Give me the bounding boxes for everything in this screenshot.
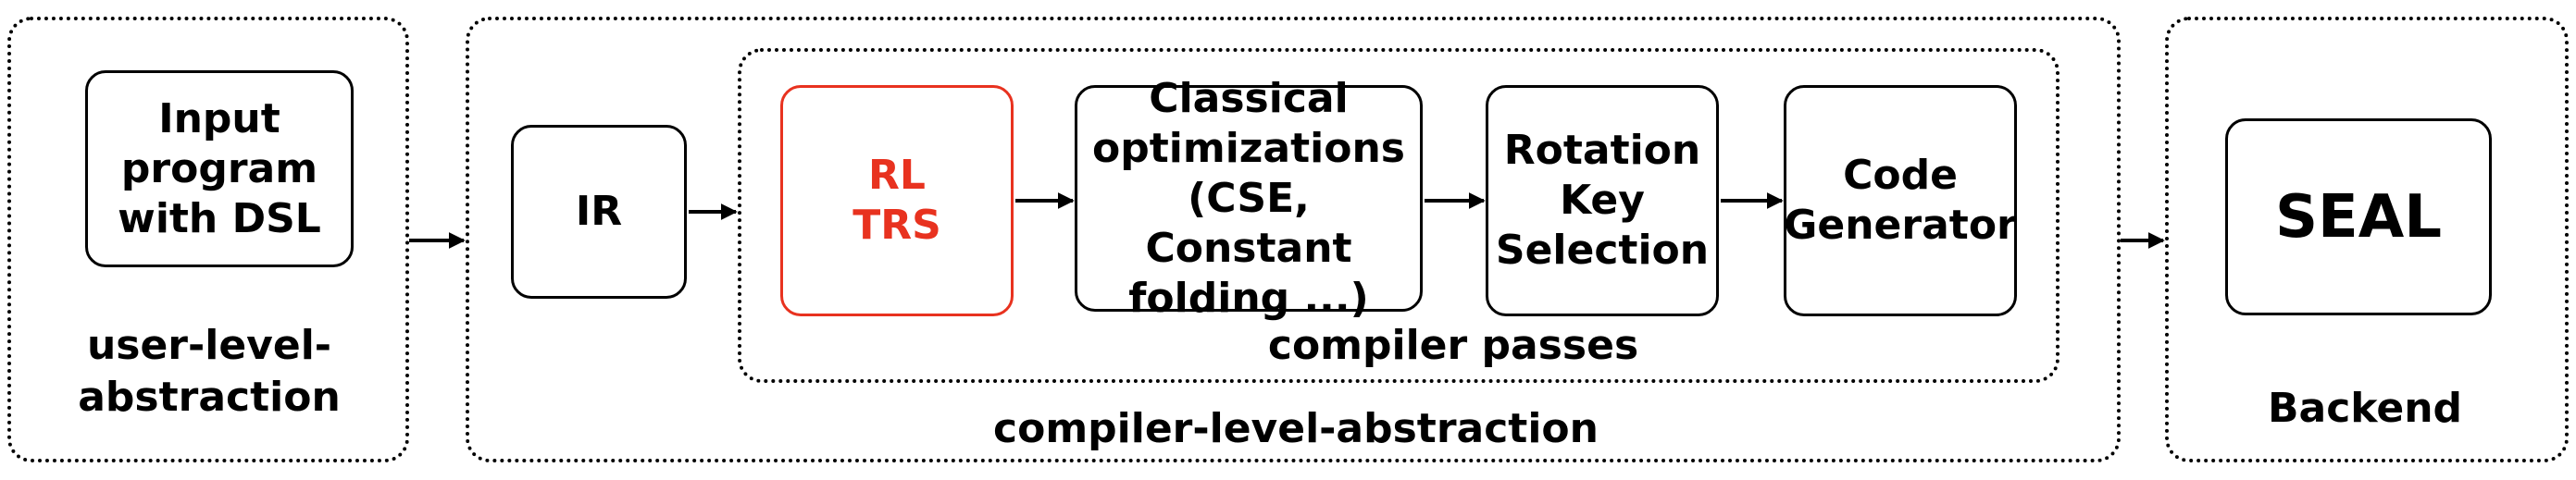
user-level-caption: user-level- abstraction (78, 322, 341, 421)
seal-label: SEAL (2274, 182, 2443, 252)
compiler-level-caption: compiler-level-abstraction (993, 405, 1599, 452)
compiler-passes-caption: compiler passes (1267, 322, 1639, 369)
classical-optimizations-box: Classical optimizations (CSE, Constant f… (1075, 75, 1423, 322)
ir-label: IR (575, 188, 623, 235)
user-level-group (7, 17, 409, 462)
backend-caption: Backend (2267, 385, 2463, 432)
compiler-passes-group (738, 48, 2060, 383)
compiler-level-group (466, 17, 2121, 462)
rl-trs-box: RL TRS (780, 85, 1014, 316)
input-program-box: Input program with DSL (85, 70, 354, 267)
rotation-key-selection-label: Rotation Key Selection (1495, 127, 1710, 274)
rotation-key-selection-box: Rotation Key Selection (1486, 85, 1719, 316)
backend-group (2165, 17, 2569, 462)
code-generator-box: Code Generator (1784, 85, 2017, 316)
code-generator-label: Code Generator (1784, 152, 2017, 249)
classical-optimizations-label: Classical optimizations (CSE, Constant f… (1092, 74, 1405, 322)
input-program-label: Input program with DSL (118, 94, 321, 242)
seal-box: SEAL (2225, 118, 2492, 315)
rl-trs-label: RL TRS (852, 152, 941, 249)
ir-box: IR (511, 125, 687, 299)
